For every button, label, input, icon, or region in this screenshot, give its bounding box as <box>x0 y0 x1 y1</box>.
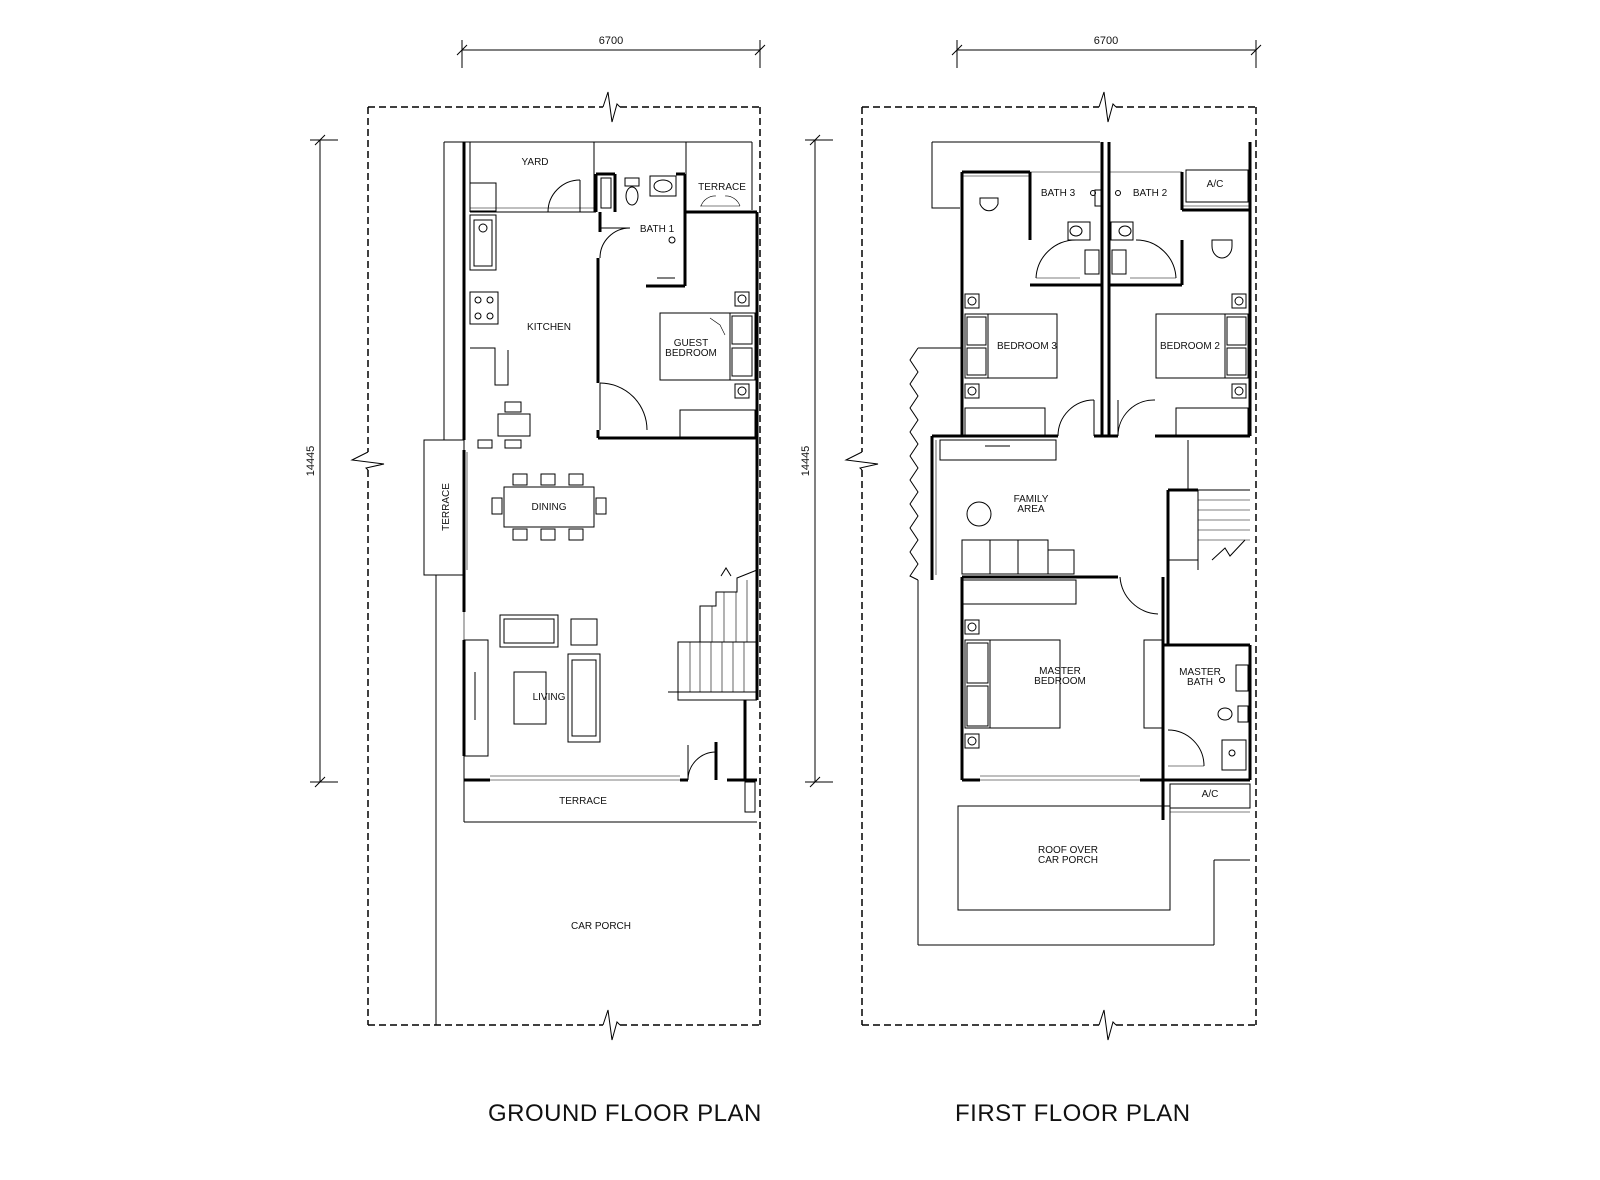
gf-staircase <box>668 567 758 701</box>
ff-width-dimension: 6700 <box>951 35 1262 68</box>
gf-bath1-label: BATH 1 <box>640 224 675 235</box>
ff-bath3-label: BATH 3 <box>1041 188 1076 199</box>
gf-front-terrace-label: TERRACE <box>559 796 607 807</box>
first-floor-plan: 6700 14445 <box>800 35 1262 1041</box>
ff-depth-value: 14445 <box>800 446 812 477</box>
ff-family-area-label-2: AREA <box>1017 504 1045 515</box>
gf-lot-boundary <box>350 91 761 1041</box>
ff-family-area-label-1: FAMILY <box>1014 494 1049 505</box>
gf-width-value: 6700 <box>599 35 623 47</box>
gf-guest-bedroom-label-2: BEDROOM <box>665 348 717 359</box>
ff-master-bath-label-1: MASTER <box>1179 667 1221 678</box>
ff-width-value: 6700 <box>1094 35 1118 47</box>
ff-front-ac-label: A/C <box>1202 789 1219 800</box>
gf-guest-bedroom-label-1: GUEST <box>674 338 708 349</box>
gf-dining-label: DINING <box>532 502 567 513</box>
gf-kitchen-label: KITCHEN <box>527 322 571 333</box>
ff-walls <box>930 142 1252 820</box>
ff-rear-ac-label: A/C <box>1207 179 1224 190</box>
gf-living-label: LIVING <box>533 692 566 703</box>
first-floor-title: FIRST FLOOR PLAN <box>955 1100 1191 1127</box>
ff-bedroom2-label: BEDROOM 2 <box>1160 341 1220 352</box>
ground-floor-plan: 6700 14445 <box>305 35 766 1041</box>
ff-staircase <box>1168 440 1250 570</box>
gf-car-porch-label: CAR PORCH <box>571 921 631 932</box>
ff-master-bedroom-label-1: MASTER <box>1039 666 1081 677</box>
ff-depth-dimension: 14445 <box>800 134 833 788</box>
ff-lot-boundary <box>844 91 1257 1041</box>
gf-depth-dimension: 14445 <box>305 134 338 788</box>
gf-width-dimension: 6700 <box>456 35 766 68</box>
gf-depth-value: 14445 <box>305 446 317 477</box>
ff-roof-label-1: ROOF OVER <box>1038 845 1098 856</box>
ff-master-bath-label-2: BATH <box>1187 677 1213 688</box>
gf-rear-terrace-label: TERRACE <box>698 182 746 193</box>
ground-floor-title: GROUND FLOOR PLAN <box>488 1100 762 1127</box>
gf-yard-label: YARD <box>521 157 548 168</box>
gf-side-terrace-label: TERRACE <box>441 483 452 531</box>
gf-walls <box>462 142 759 782</box>
ff-roof-label-2: CAR PORCH <box>1038 855 1098 866</box>
ff-bath2-label: BATH 2 <box>1133 188 1168 199</box>
ff-bedroom3-label: BEDROOM 3 <box>997 341 1057 352</box>
ff-master-bedroom-label-2: BEDROOM <box>1034 676 1086 687</box>
